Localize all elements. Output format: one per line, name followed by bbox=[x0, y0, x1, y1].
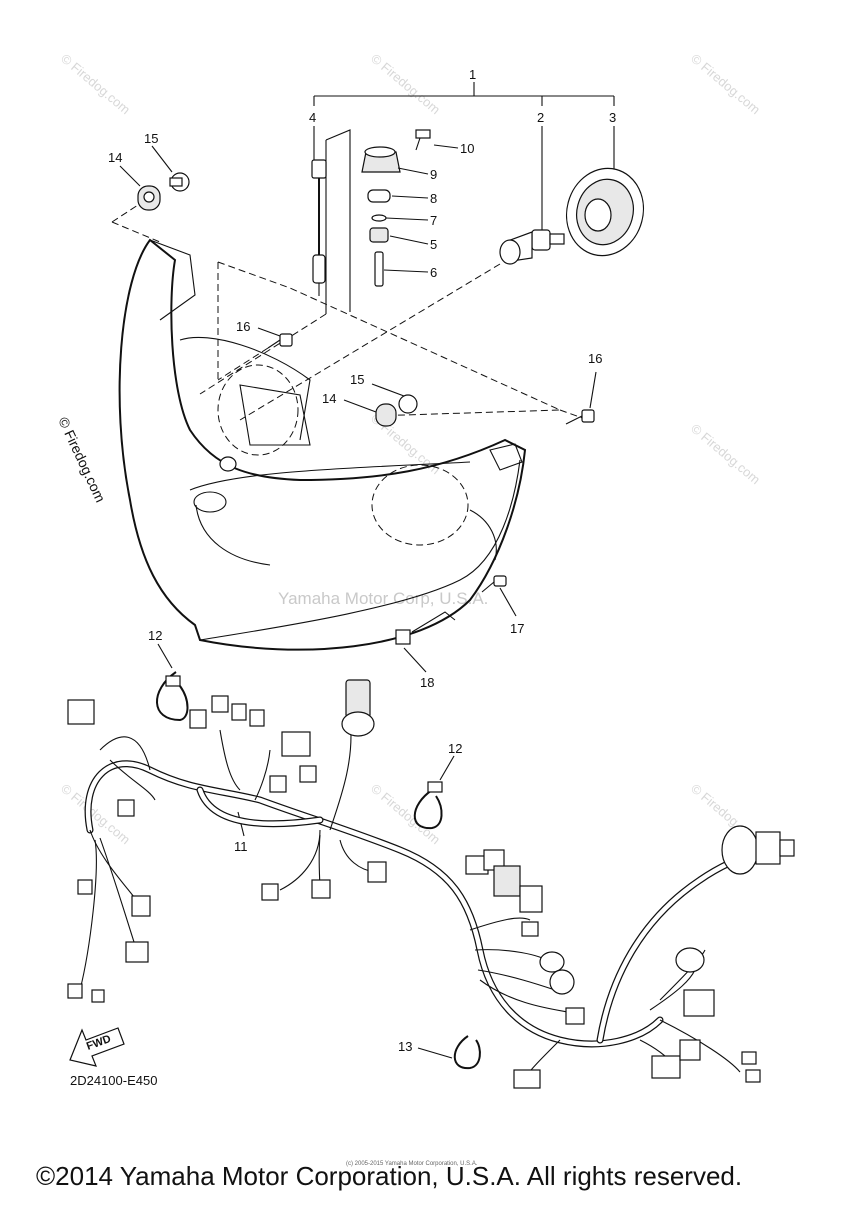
headlight-housing bbox=[118, 238, 527, 651]
fasteners bbox=[267, 333, 595, 645]
callout-15-upper: 15 bbox=[144, 131, 158, 146]
callout-1: 1 bbox=[469, 67, 476, 82]
callout-12-lower: 12 bbox=[448, 741, 462, 756]
callout-16-left: 16 bbox=[236, 319, 250, 334]
headlight-bulb bbox=[499, 229, 565, 265]
callout-10: 10 bbox=[460, 141, 474, 156]
adjuster-stack bbox=[361, 129, 431, 287]
callout-7: 7 bbox=[430, 213, 437, 228]
callout-16-right: 16 bbox=[588, 351, 602, 366]
socket-bracket bbox=[325, 129, 351, 314]
callout-labels: 1 2 3 4 5 6 7 8 9 10 11 12 12 13 14 14 1… bbox=[108, 67, 616, 1054]
callout-1-bracket bbox=[313, 82, 615, 230]
callout-11: 11 bbox=[234, 839, 248, 854]
watermark: © Firedog.com bbox=[688, 51, 763, 117]
center-watermark: Yamaha Motor Corp, U.S.A. bbox=[278, 589, 488, 608]
assembly-lines bbox=[111, 204, 589, 421]
wiring-harness bbox=[79, 719, 764, 1079]
watermark: © Firedog.com bbox=[58, 51, 133, 117]
copyright-notice: ©2014 Yamaha Motor Corporation, U.S.A. A… bbox=[36, 1161, 743, 1191]
callout-14-upper: 14 bbox=[108, 150, 122, 165]
leader-lines bbox=[119, 144, 597, 1059]
fwd-arrow: FWD bbox=[69, 1027, 125, 1067]
callout-17: 17 bbox=[510, 621, 524, 636]
callout-5: 5 bbox=[430, 237, 437, 252]
callout-9: 9 bbox=[430, 167, 437, 182]
watermark: © Firedog.com bbox=[688, 421, 763, 487]
callout-13: 13 bbox=[398, 1039, 412, 1054]
socket-cord bbox=[311, 159, 327, 296]
side-watermark: © Firedog.com bbox=[55, 415, 108, 505]
tiny-notice: (c) 2005-2015 Yamaha Motor Corporation, … bbox=[346, 1161, 478, 1167]
callout-6: 6 bbox=[430, 265, 437, 280]
harness-connectors bbox=[67, 679, 795, 1089]
callout-8: 8 bbox=[430, 191, 437, 206]
callout-2: 2 bbox=[537, 110, 544, 125]
callout-4: 4 bbox=[309, 110, 316, 125]
callout-3: 3 bbox=[609, 110, 616, 125]
connector bbox=[67, 699, 95, 725]
callout-18: 18 bbox=[420, 675, 434, 690]
watermark: © Firedog.com bbox=[368, 51, 443, 117]
grommet-set-upper bbox=[137, 172, 190, 211]
cable-clamps bbox=[156, 671, 481, 1070]
callout-15-lower: 15 bbox=[350, 372, 364, 387]
callout-14-lower: 14 bbox=[322, 391, 336, 406]
bulb-cover bbox=[565, 167, 645, 257]
callout-12-upper: 12 bbox=[148, 628, 162, 643]
diagram-code: 2D24100-E450 bbox=[70, 1073, 158, 1088]
